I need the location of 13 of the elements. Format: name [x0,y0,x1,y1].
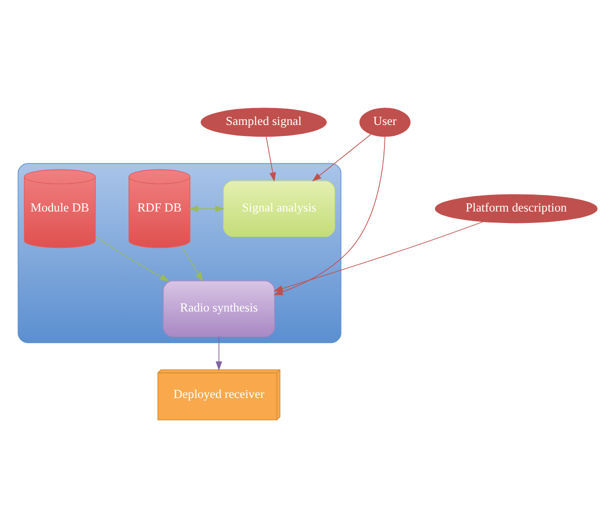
cluster [18,162,342,343]
node-box: Signal analysis [223,180,336,236]
arrow [312,133,372,181]
node-ellipse: Platform description [434,194,598,223]
arrow [95,235,170,281]
node-box: Radio synthesis [162,280,275,336]
arrow [266,136,276,182]
arrow [188,204,225,212]
node-ellipse: Sampled signal [200,107,327,136]
arrow [216,336,222,370]
arrow [182,246,204,282]
arrow [273,220,484,292]
node-ellipse: User [359,107,410,136]
